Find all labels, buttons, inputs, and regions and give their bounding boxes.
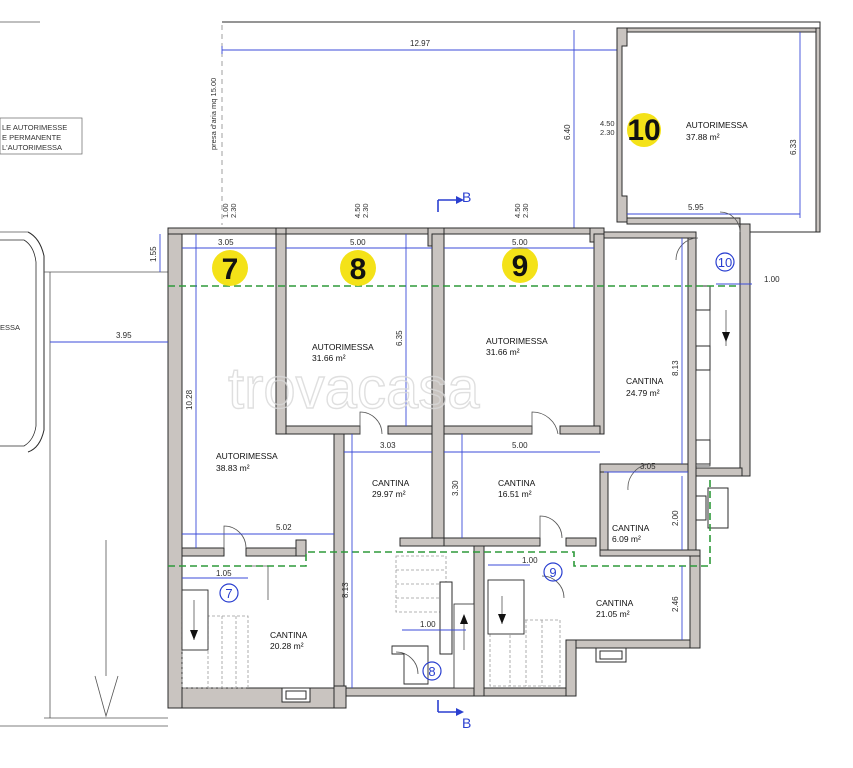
left-room-fragment: ESSA (0, 323, 20, 332)
room-area-autorimessa-10: 37.88 m² (686, 132, 720, 142)
room-name-autorimessa-8: AUTORIMESSA (312, 342, 374, 352)
stair-7 (181, 589, 249, 689)
dim-d7-h: 2.30 (229, 203, 238, 218)
sub-labels: 10 7 8 9 (219, 252, 735, 681)
sub-label-10: 10 (718, 255, 732, 270)
section-markers: B B (437, 189, 471, 731)
room-area-cantina-9b: 21.05 m² (596, 609, 630, 619)
section-marker-top: B (462, 189, 471, 205)
room-name-autorimessa-7: AUTORIMESSA (216, 451, 278, 461)
dim-h8: 6.35 (395, 330, 404, 346)
unit-label-7: 7 (222, 253, 239, 286)
dim-r10-height: 6.33 (789, 139, 798, 155)
dim-h-small: 2.00 (671, 510, 680, 526)
watermark: trovacasa (228, 356, 480, 421)
room-name-cantina-small: CANTINA (612, 523, 650, 533)
room-name-cantina-9b: CANTINA (596, 598, 634, 608)
dim-h10: 8.13 (671, 360, 680, 376)
dim-w9: 5.00 (512, 238, 528, 247)
dim-stair10: 1.00 (764, 275, 780, 284)
left-note-3: L'AUTORIMESSA (2, 143, 62, 152)
section-marker-bottom: B (462, 715, 471, 731)
room-name-cantina-8: CANTINA (372, 478, 410, 488)
dim-d9-h: 2.30 (521, 203, 530, 218)
room-name-autorimessa-10: AUTORIMESSA (686, 120, 748, 130)
dim-w-c10: 3.05 (640, 462, 656, 471)
room-area-autorimessa-8: 31.66 m² (312, 353, 346, 363)
room-area-cantina-small: 6.09 m² (612, 534, 641, 544)
room-area-cantina-7: 20.28 m² (270, 641, 304, 651)
dim-w-c9: 5.00 (512, 441, 528, 450)
sub-label-9: 9 (549, 565, 556, 580)
dim-left-gap: 1.55 (149, 246, 158, 262)
stair-8 (391, 555, 475, 689)
dim-d8-w: 4.50 (353, 203, 362, 218)
room-name-cantina-10: CANTINA (626, 376, 664, 386)
unit-labels: 7 8 9 (212, 247, 538, 286)
garage-10: 6.33 5.95 4.50 2.30 10 AUTORIMESSA 37.88… (600, 27, 821, 233)
dim-stair8: 1.00 (420, 620, 436, 629)
dim-stair9: 1.00 (522, 556, 538, 565)
room-name-cantina-9: CANTINA (498, 478, 536, 488)
stair-9 (487, 579, 561, 687)
room-area-autorimessa-7: 38.83 m² (216, 463, 250, 473)
dim-left-width: 3.95 (116, 331, 132, 340)
unit-label-8: 8 (350, 253, 367, 286)
room-area-cantina-10: 24.79 m² (626, 388, 660, 398)
stair-10-flight (722, 310, 730, 346)
room-area-cantina-8: 29.97 m² (372, 489, 406, 499)
sub-label-8: 8 (428, 664, 435, 679)
dim-top-height: 6.40 (563, 124, 572, 140)
unit-label-10: 10 (627, 114, 660, 147)
dim-stair7: 1.05 (216, 569, 232, 578)
room-name-cantina-7: CANTINA (270, 630, 308, 640)
dim-w-c8: 3.03 (380, 441, 396, 450)
room-name-autorimessa-9: AUTORIMESSA (486, 336, 548, 346)
left-building: ESSA LE AUTORIMESSE E PERMANENTE L'AUTOR… (0, 21, 168, 727)
room-texts: AUTORIMESSA 31.66 m² AUTORIMESSA 31.66 m… (216, 336, 664, 651)
left-note-2: E PERMANENTE (2, 133, 61, 142)
dim-h-c9: 3.30 (451, 480, 460, 496)
left-note-1: LE AUTORIMESSE (2, 123, 67, 132)
room-area-cantina-9: 16.51 m² (498, 489, 532, 499)
dim-d9-w: 4.50 (513, 203, 522, 218)
dim-w7: 3.05 (218, 238, 234, 247)
dimensions: 1.00 2.30 4.50 2.30 4.50 2.30 3.05 5.00 … (50, 203, 780, 688)
dim-w-bottom7: 5.02 (276, 523, 292, 532)
stairs (181, 310, 730, 689)
dim-h-c9b: 2.46 (671, 596, 680, 612)
main-walls (167, 223, 751, 709)
dim-r10-door-h: 2.30 (600, 128, 615, 137)
sub-label-7: 7 (225, 586, 232, 601)
dim-d8-h: 2.30 (361, 203, 370, 218)
dim-r10-door-w: 4.50 (600, 119, 615, 128)
dim-r10-width: 5.95 (688, 203, 704, 212)
green-boundary (168, 285, 740, 567)
dim-top-width: 12.97 (410, 39, 431, 48)
room-area-autorimessa-9: 31.66 m² (486, 347, 520, 357)
dim-h7: 10.28 (185, 389, 194, 410)
dim-d7-w: 1.00 (221, 203, 230, 218)
unit-label-9: 9 (512, 250, 529, 283)
doors (223, 211, 741, 675)
dim-w8: 5.00 (350, 238, 366, 247)
dim-h-c8: 8.13 (341, 582, 350, 598)
presa-label: presa d'aria mq 15.00 (209, 78, 218, 150)
